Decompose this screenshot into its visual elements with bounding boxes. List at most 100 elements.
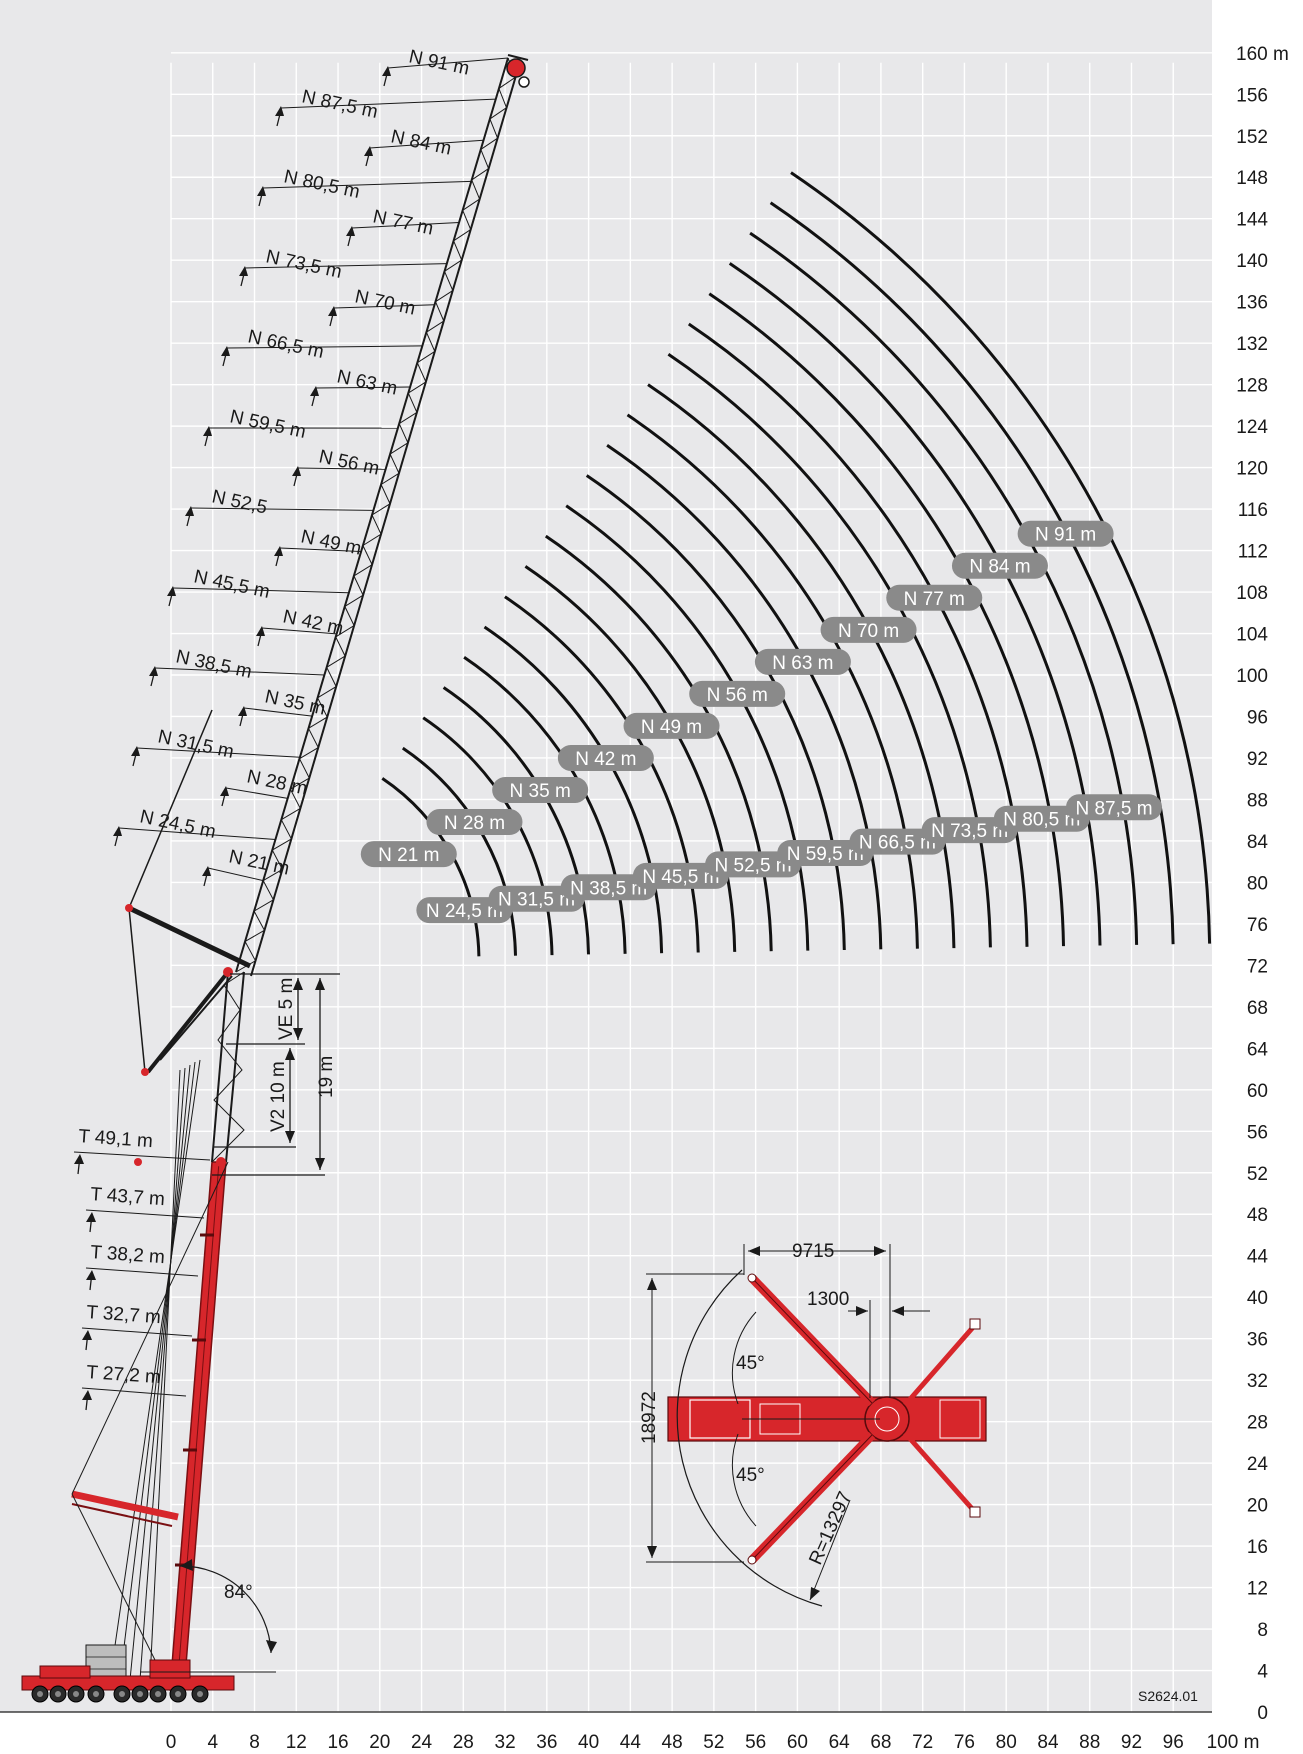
y-tick-label: 80 [1247, 873, 1268, 894]
x-tick-label: 80 [996, 1732, 1017, 1753]
jib-arc [442, 686, 590, 955]
arrow-head [74, 1154, 84, 1164]
y-unit-label: 160 m [1236, 44, 1289, 65]
arc-badge: N 70 m [820, 616, 917, 643]
y-tick-label: 36 [1247, 1330, 1268, 1351]
arrow-head [256, 626, 265, 636]
ve-dimension-label: VE 5 m [276, 978, 297, 1040]
y-tick-label: 92 [1247, 749, 1268, 770]
arc-badge: N 49 m [623, 712, 720, 739]
arrow-head [382, 66, 391, 76]
x-tick-label: 56 [745, 1732, 766, 1753]
carrier-wheels [31, 1685, 209, 1703]
arc-badge: N 56 m [689, 680, 786, 707]
arc-badge-label: N 38,5 m [570, 878, 647, 899]
y-tick-label: 48 [1247, 1205, 1268, 1226]
arc-badge-label: N 31,5 m [498, 890, 575, 911]
x-tick-label: 68 [870, 1732, 891, 1753]
y-tick-label: 32 [1247, 1371, 1268, 1392]
jib-guy-line [351, 222, 460, 229]
y-tick-label: 140 [1236, 251, 1268, 272]
arc-badge-label: N 73,5 m [931, 821, 1008, 842]
jib-guy-line [280, 98, 496, 109]
arc-badge: N 91 m [1017, 520, 1114, 547]
arc-badge-bg [632, 862, 729, 889]
arc-badge-bg [689, 680, 786, 707]
x-tick-label: 32 [495, 1732, 516, 1753]
arc-badge: N 24,5 m [416, 897, 513, 924]
arrow-head [238, 706, 247, 716]
jib-guy-line [387, 57, 509, 69]
offset-dim-label: 1300 [807, 1289, 849, 1310]
arc-badge: N 59,5 m [777, 840, 874, 867]
y-tick-label: 100 [1236, 666, 1268, 687]
arrow-head [257, 186, 266, 196]
jib-guy-line [225, 787, 288, 799]
total-dimension-label: 19 m [316, 1056, 337, 1098]
jib-guy-line [315, 386, 411, 389]
jib-guy-line [369, 139, 484, 149]
arc-badge-label: N 91 m [1035, 525, 1096, 546]
y-tick-label: 76 [1247, 915, 1268, 936]
x-tick-label: 96 [1163, 1732, 1184, 1753]
crane-drawing: 84° [21, 54, 530, 1703]
outrigger-plan: 9715 1300 18972 R=13297 45° 45° [639, 1241, 987, 1607]
width-dim-label: 9715 [792, 1241, 834, 1262]
wheel-hub [175, 1691, 181, 1697]
y-tick-label: 112 [1238, 542, 1268, 563]
y-tick-label: 0 [1257, 1703, 1268, 1724]
x-tick-label: 44 [620, 1732, 642, 1753]
y-tick-label: 12 [1247, 1579, 1268, 1600]
arc-badge-bg [492, 776, 589, 803]
arrow-head [220, 786, 229, 796]
wheel-hub [155, 1691, 161, 1697]
y-tick-label: 144 [1236, 210, 1268, 231]
jib-arc [667, 353, 992, 948]
arc-badge-bg [705, 851, 802, 878]
arc-badge: N 87,5 m [1065, 794, 1162, 821]
y-tick-label: 4 [1257, 1662, 1268, 1683]
telescopic-tick-line [81, 1327, 193, 1337]
x-tick-label: 48 [662, 1732, 683, 1753]
arrow-head [82, 1390, 92, 1400]
arc-badge: N 52,5 m [705, 851, 802, 878]
y-tick-label: 44 [1247, 1247, 1269, 1268]
arrow-head [239, 266, 248, 276]
arc-badge: N 66,5 m [849, 828, 946, 855]
arc-badge: N 31,5 m [488, 885, 585, 912]
arc-badge-bg [921, 817, 1018, 844]
x-tick-label: 88 [1079, 1732, 1100, 1753]
arc-label-badges: N 21 mN 24,5 mN 28 mN 31,5 mN 35 mN 38,5… [360, 520, 1162, 924]
x-tick-label: 12 [286, 1732, 307, 1753]
angle-top-label: 45° [736, 1353, 765, 1374]
y-tick-label: 40 [1247, 1288, 1268, 1309]
x-tick-label: 8 [249, 1732, 260, 1753]
y-tick-label: 128 [1236, 376, 1268, 397]
arrow-head [185, 506, 194, 516]
jib-arc [401, 746, 517, 956]
x-tick-label: 4 [207, 1732, 218, 1753]
wheel-hub [197, 1691, 203, 1697]
arc-badge-label: N 70 m [838, 621, 899, 642]
arc-badge-bg [886, 584, 983, 611]
y-axis-ticks: 0481216202428323640444852566064687276808… [1236, 44, 1289, 1724]
x-tick-label: 72 [912, 1732, 933, 1753]
arc-badge: N 77 m [886, 584, 983, 611]
arc-badge-label: N 59,5 m [787, 844, 864, 865]
arc-badge-label: N 80,5 m [1003, 810, 1080, 831]
y-tick-label: 64 [1247, 1039, 1269, 1060]
arc-badge-bg [557, 744, 654, 771]
arc-badge-bg [488, 885, 585, 912]
arc-badge-label: N 66,5 m [859, 833, 936, 854]
telescopic-tick-line [85, 1267, 199, 1277]
jib-guy-line [297, 467, 386, 470]
y-tick-label: 148 [1236, 168, 1268, 189]
arc-badge: N 84 m [951, 552, 1048, 579]
arc-badge-bg [993, 805, 1090, 832]
arrow-head [310, 386, 319, 396]
x-tick-label: 24 [411, 1732, 433, 1753]
arc-badge-bg [820, 616, 917, 643]
wheel-hub [55, 1691, 61, 1697]
drawing-code: S2624.01 [1138, 1688, 1198, 1704]
x-tick-label: 20 [369, 1732, 390, 1753]
